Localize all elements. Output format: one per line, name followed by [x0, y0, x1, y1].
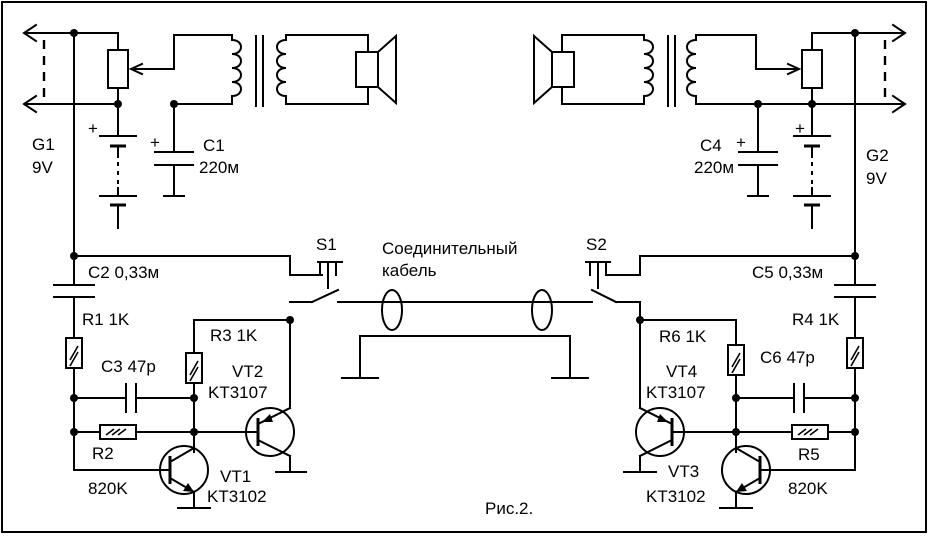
vt1-type: KT3102 [207, 487, 267, 506]
c3-label: C3 47р [101, 357, 156, 376]
c1-value: 220м [199, 158, 239, 177]
g1-plus-sign: + [88, 119, 98, 138]
right-capacitor-c6 [735, 383, 856, 413]
left-resistor-r2 [73, 424, 195, 440]
right-transformer [561, 34, 813, 107]
junction-dot [114, 100, 122, 108]
right-resistor-r4 [846, 337, 864, 471]
g1-voltage: 9V [32, 158, 53, 177]
g2-voltage: 9V [866, 169, 887, 188]
vt3-label: VT3 [668, 462, 699, 481]
junction-dot [851, 29, 859, 37]
right-speaker [533, 33, 575, 106]
left-transformer [173, 34, 369, 107]
c1-label: C1 [203, 136, 225, 155]
junction-dot [808, 100, 816, 108]
right-resistor-r5 [735, 424, 856, 440]
switch-s2 [547, 261, 641, 304]
c1-plus-sign: + [150, 133, 160, 152]
left-battery-g1 [99, 103, 137, 229]
left-power-rail [73, 32, 319, 276]
left-capacitor-c3 [73, 383, 195, 413]
r2-value: 820K [88, 479, 128, 498]
junction-dot [851, 394, 859, 402]
junction-dot [70, 428, 78, 436]
junction-dot [70, 29, 78, 37]
left-transistor-vt1 [73, 431, 211, 509]
vt1-label: VT1 [220, 467, 251, 486]
left-transistor-vt2 [193, 319, 307, 473]
right-volume-potentiometer [695, 32, 823, 105]
left-capacitor-c1 [154, 103, 194, 197]
left-speaker [355, 33, 397, 106]
vt4-label: VT4 [666, 362, 697, 381]
cable-label-line1: Соединительный [382, 239, 517, 258]
left-terminals [22, 23, 119, 114]
r1-label: R1 1K [82, 310, 130, 329]
c2-label: C2 0,33м [88, 263, 159, 282]
junction-dot [286, 316, 294, 324]
g2-plus-sign: + [795, 119, 805, 138]
vt3-type: KT3102 [646, 487, 706, 506]
r5-label: R5 [798, 445, 820, 464]
vt2-label: VT2 [232, 362, 263, 381]
c6-label: C6 47р [760, 348, 815, 367]
g1-label: G1 [32, 135, 55, 154]
right-power-rail [639, 32, 856, 276]
c5-label: C5 0,33м [752, 263, 823, 282]
junction-dot [732, 394, 740, 402]
junction-dot [190, 394, 198, 402]
right-transistor-vt3 [719, 431, 856, 509]
switch-s1 [289, 261, 383, 304]
r4-label: R4 1K [792, 310, 840, 329]
junction-dot [851, 428, 859, 436]
left-volume-potentiometer [107, 32, 233, 105]
vt4-type: KT3107 [646, 383, 706, 402]
g2-label: G2 [866, 146, 889, 165]
r3-label: R3 1K [210, 326, 258, 345]
right-capacitor-c4 [738, 103, 778, 197]
connecting-cable [341, 289, 589, 379]
right-capacitor-c5 [834, 255, 876, 339]
c4-label: C4 [700, 136, 722, 155]
s1-label: S1 [316, 235, 337, 254]
c4-value: 220м [694, 158, 734, 177]
figure-caption: Рис.2. [485, 499, 533, 518]
junction-dot [636, 316, 644, 324]
junction-dot [170, 100, 178, 108]
junction-dot [190, 428, 198, 436]
junction-dot [754, 100, 762, 108]
right-battery-g2 [793, 103, 831, 229]
right-resistor-r6 [639, 319, 745, 453]
right-terminals [811, 23, 907, 114]
s2-label: S2 [586, 235, 607, 254]
right-transistor-vt4 [623, 301, 737, 473]
vt2-type: KT3107 [208, 383, 268, 402]
left-capacitor-c2 [53, 255, 95, 339]
r2-label: R2 [92, 444, 114, 463]
c4-plus-sign: + [736, 133, 746, 152]
r6-label: R6 1K [659, 327, 707, 346]
left-resistor-r1 [65, 337, 83, 471]
junction-dot [70, 394, 78, 402]
r5-value: 820K [788, 479, 828, 498]
junction-dot [732, 428, 740, 436]
cable-label-line2: кабель [382, 261, 437, 280]
